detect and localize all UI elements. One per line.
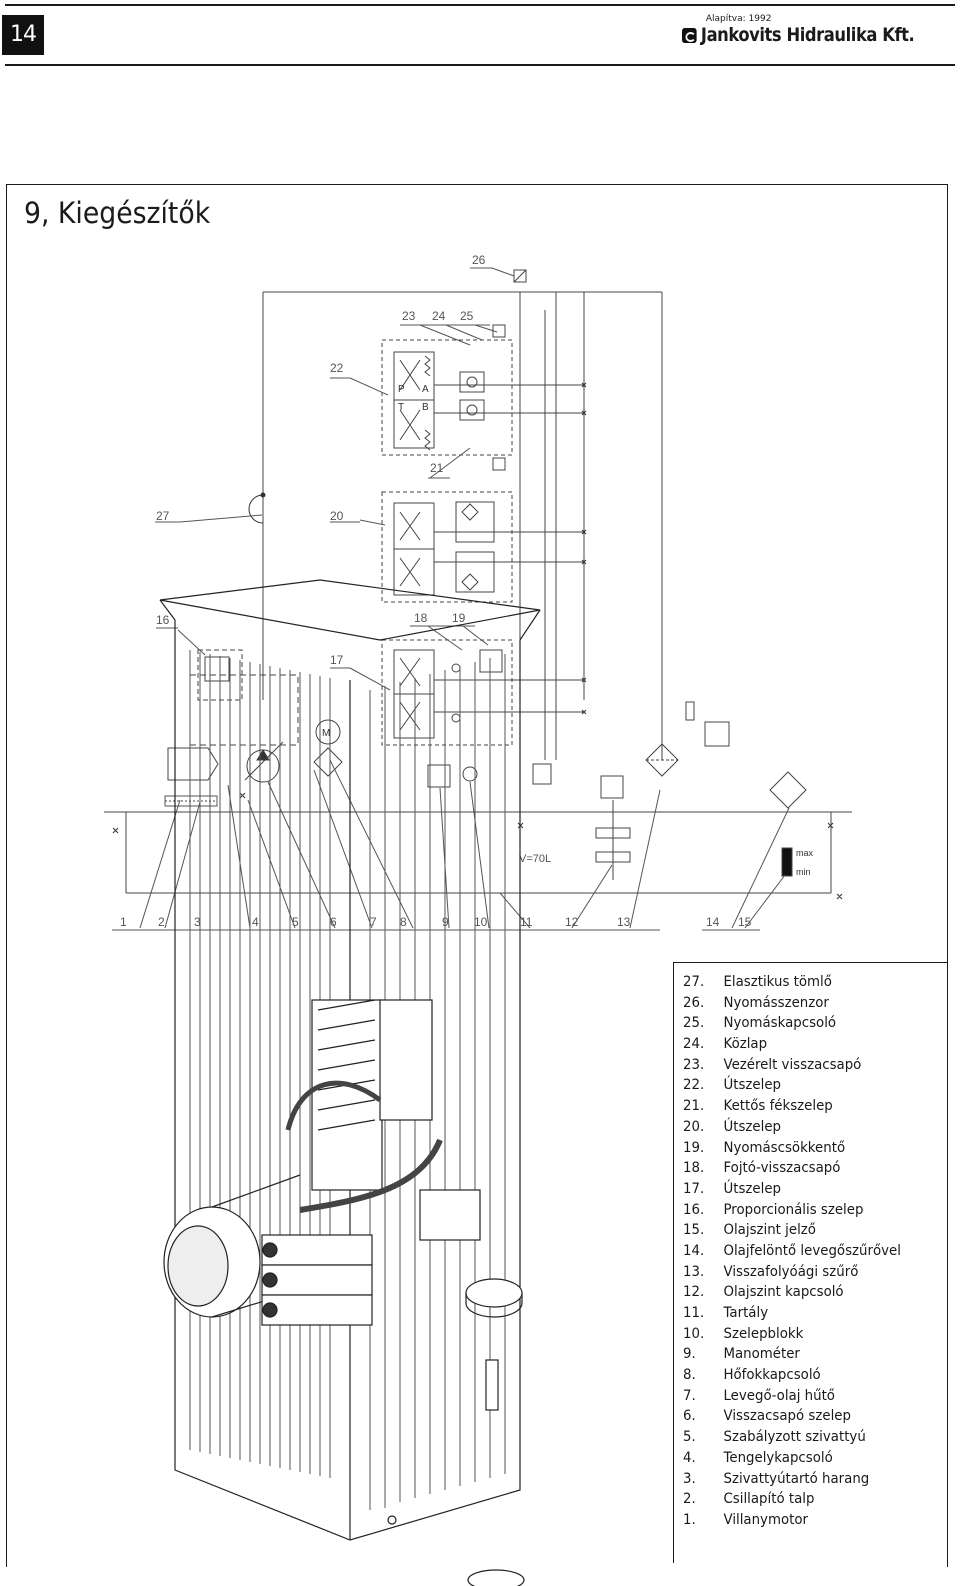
line-end-markers [112,382,843,900]
list-item: 15.Olajszint jelző [683,1222,816,1239]
pump-motor-group [164,649,343,807]
list-item: 11.Tartály [683,1305,769,1321]
list-item: 17.Útszelep [683,1180,782,1197]
callout-23: 23 [402,309,416,323]
company-name: Jankovits Hidraulika Kft. [700,24,915,46]
callout-14: 14 [706,915,720,929]
valve-20 [381,491,584,603]
callout-27: 27 [156,509,170,523]
founded-text: Alapítva: 1992 [705,14,772,24]
header-top-rule [5,4,955,6]
callout-7: 7 [370,915,377,929]
filter-group [427,701,807,809]
callout-17: 17 [330,653,344,667]
list-item: 14.Olajfelöntő levegőszűrővel [683,1242,901,1259]
callout-leaders [112,267,790,931]
callout-10: 10 [474,915,488,929]
header-bottom-rule [5,64,955,66]
list-item: 18.Fojtó-visszacsapó [683,1160,841,1177]
port-b: B [422,402,429,413]
list-item: 22.Útszelep [683,1077,782,1094]
callout-11: 11 [520,915,533,929]
list-item: 26.Nyomásszenzor [683,994,829,1011]
valve-22 [381,339,584,456]
port-t: T [398,402,404,413]
section-title: 9, Kiegészítők [24,196,211,230]
hose-symbol [248,494,264,524]
list-item: 19.Nyomáscsökkentő [683,1139,846,1156]
company-name-row: Jankovits Hidraulika Kft. [681,24,915,46]
callout-16: 16 [156,613,170,627]
callout-5: 5 [292,915,299,929]
list-item: 13.Visszafolyóági szűrő [683,1263,859,1280]
callout-1: 1 [120,915,127,929]
page-header: 14 Alapítva: 1992 Jankovits Hidraulika K… [0,4,960,66]
level-min: min [796,867,811,877]
callout-21: 21 [430,461,444,475]
parts-list-frame [673,962,947,1563]
callout-2: 2 [158,915,165,929]
list-item: 25.Nyomáskapcsoló [683,1015,837,1032]
logo-mark-icon [681,27,697,43]
callout-12: 12 [565,915,579,929]
main-lines [262,291,663,760]
callout-18: 18 [414,611,428,625]
list-item: 6.Visszacsapó szelep [683,1408,851,1425]
list-item: 23.Vezérelt visszacsapó [683,1056,862,1073]
tank-volume: V=70L [519,853,551,865]
port-p: P [398,384,405,395]
callout-4: 4 [252,915,259,929]
port-a: A [422,384,429,395]
port-labels: P T A B M [322,384,429,739]
tank: V=70L max min [104,800,852,894]
valve-17 [381,639,584,746]
list-item: 27.Elasztikus tömlő [683,974,832,990]
list-item: 16.Proporcionális szelep [683,1201,864,1218]
page-number: 14 [2,15,44,55]
callout-24: 24 [432,309,446,323]
callout-6: 6 [330,915,337,929]
list-item: 10.Szelepblokk [683,1325,804,1342]
callout-20: 20 [330,509,344,523]
callout-22: 22 [330,361,344,375]
callout-26: 26 [472,253,486,267]
callout-25: 25 [460,309,474,323]
callout-19: 19 [452,611,466,625]
level-max: max [796,848,814,858]
parts-list: 27.Elasztikus tömlő 26.Nyomásszenzor 25.… [683,972,920,1531]
list-item: 1.Villanymotor [683,1511,808,1528]
list-item: 12.Olajszint kapcsoló [683,1284,844,1301]
list-item: 5.Szabályzott szivattyú [683,1429,866,1446]
list-item: 9.Manométer [683,1346,800,1363]
list-item: 2.Csillapító talp [683,1491,815,1508]
callout-3: 3 [194,915,201,929]
list-item: 8.Hőfokkapcsoló [683,1367,821,1384]
company-logo: Alapítva: 1992 Jankovits Hidraulika Kft. [681,14,952,46]
callout-8: 8 [400,915,407,929]
list-item: 20.Útszelep [683,1118,782,1135]
list-item: 4.Tengelykapcsoló [683,1449,833,1466]
callout-15: 15 [738,915,752,929]
motor-symbol: M [322,728,330,739]
power-pack-drawing [159,579,541,1586]
callout-numbers: 1 2 3 4 5 6 7 8 9 10 11 12 13 14 15 16 1… [120,253,752,929]
list-item: 21.Kettős fékszelep [683,1098,833,1115]
list-item: 24.Közlap [683,1036,768,1053]
list-item: 7.Levegő-olaj hűtő [683,1387,835,1404]
callout-13: 13 [617,915,631,929]
switches-top [492,269,527,471]
content-frame [6,184,948,1567]
list-item: 3.Szivattyútartó harang [683,1470,870,1487]
